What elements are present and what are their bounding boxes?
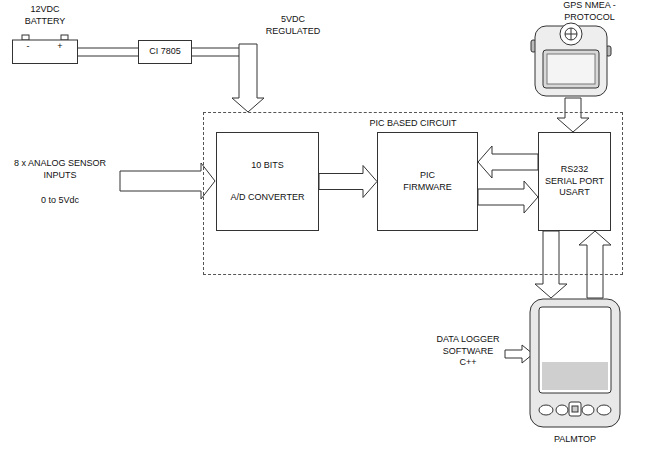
- palmtop-device: PALMTOP: [520, 298, 630, 446]
- wire: [192, 56, 239, 57]
- block-arrow: [232, 44, 264, 112]
- software-pointer-arrow: [505, 345, 533, 363]
- gps-device: GPS NMEA - PROTOCOL: [527, 0, 652, 98]
- wire: [78, 48, 138, 49]
- circuit-boundary: PIC BASED CIRCUIT 10 BITS A/D CONVERTER PIC…: [203, 112, 623, 275]
- annotation-label: 0 to 5Vdc: [6, 195, 114, 207]
- node-label: 12VDC BATTERY: [21, 4, 69, 27]
- node-label: PIC FIRMWARE: [402, 170, 454, 193]
- sensor-input-arrow: [120, 163, 215, 199]
- annotation-label: 8 x ANALOG SENSOR INPUTS: [6, 158, 114, 181]
- connector: [579, 231, 611, 298]
- connector: [478, 146, 538, 178]
- node-label: 10 BITS: [251, 160, 284, 172]
- annotation-label: -: [22, 41, 34, 53]
- connector: [319, 166, 377, 198]
- annotation-label: +: [54, 41, 66, 53]
- block-arrow: [557, 98, 589, 132]
- wire: [78, 56, 138, 57]
- node-label: GPS NMEA - PROTOCOL: [540, 0, 640, 23]
- annotation-label: 5VDC REGULATED: [262, 14, 324, 37]
- node-label: PALMTOP: [554, 434, 596, 446]
- block-arrow: [478, 181, 538, 213]
- serial-port-box: RS232 SERIAL PORT USART: [538, 132, 611, 231]
- firmware-box: PIC FIRMWARE: [377, 132, 478, 231]
- palmtop-device-outline: [520, 298, 630, 446]
- regulator-box: CI 7805: [138, 40, 192, 64]
- block-arrow: [319, 166, 377, 198]
- connector: [78, 48, 138, 56]
- block-arrow: [535, 231, 567, 298]
- node-label: PIC BASED CIRCUIT: [369, 118, 456, 130]
- block-arrow: [579, 231, 611, 298]
- adc-box: 10 BITS A/D CONVERTER: [216, 132, 319, 231]
- block-arrow: [478, 146, 538, 178]
- node-label: RS232 SERIAL PORT USART: [544, 164, 606, 199]
- connector: [478, 181, 538, 213]
- node-label: A/D CONVERTER: [231, 192, 305, 204]
- annotation-label: DATA LOGGER SOFTWARE C++: [434, 334, 502, 369]
- connector: [192, 44, 264, 112]
- node-label: CI 7805: [149, 46, 181, 58]
- battery: 12VDC BATTERY: [12, 4, 78, 64]
- connector: [535, 231, 567, 298]
- wire: [192, 48, 239, 49]
- connector: [557, 98, 589, 132]
